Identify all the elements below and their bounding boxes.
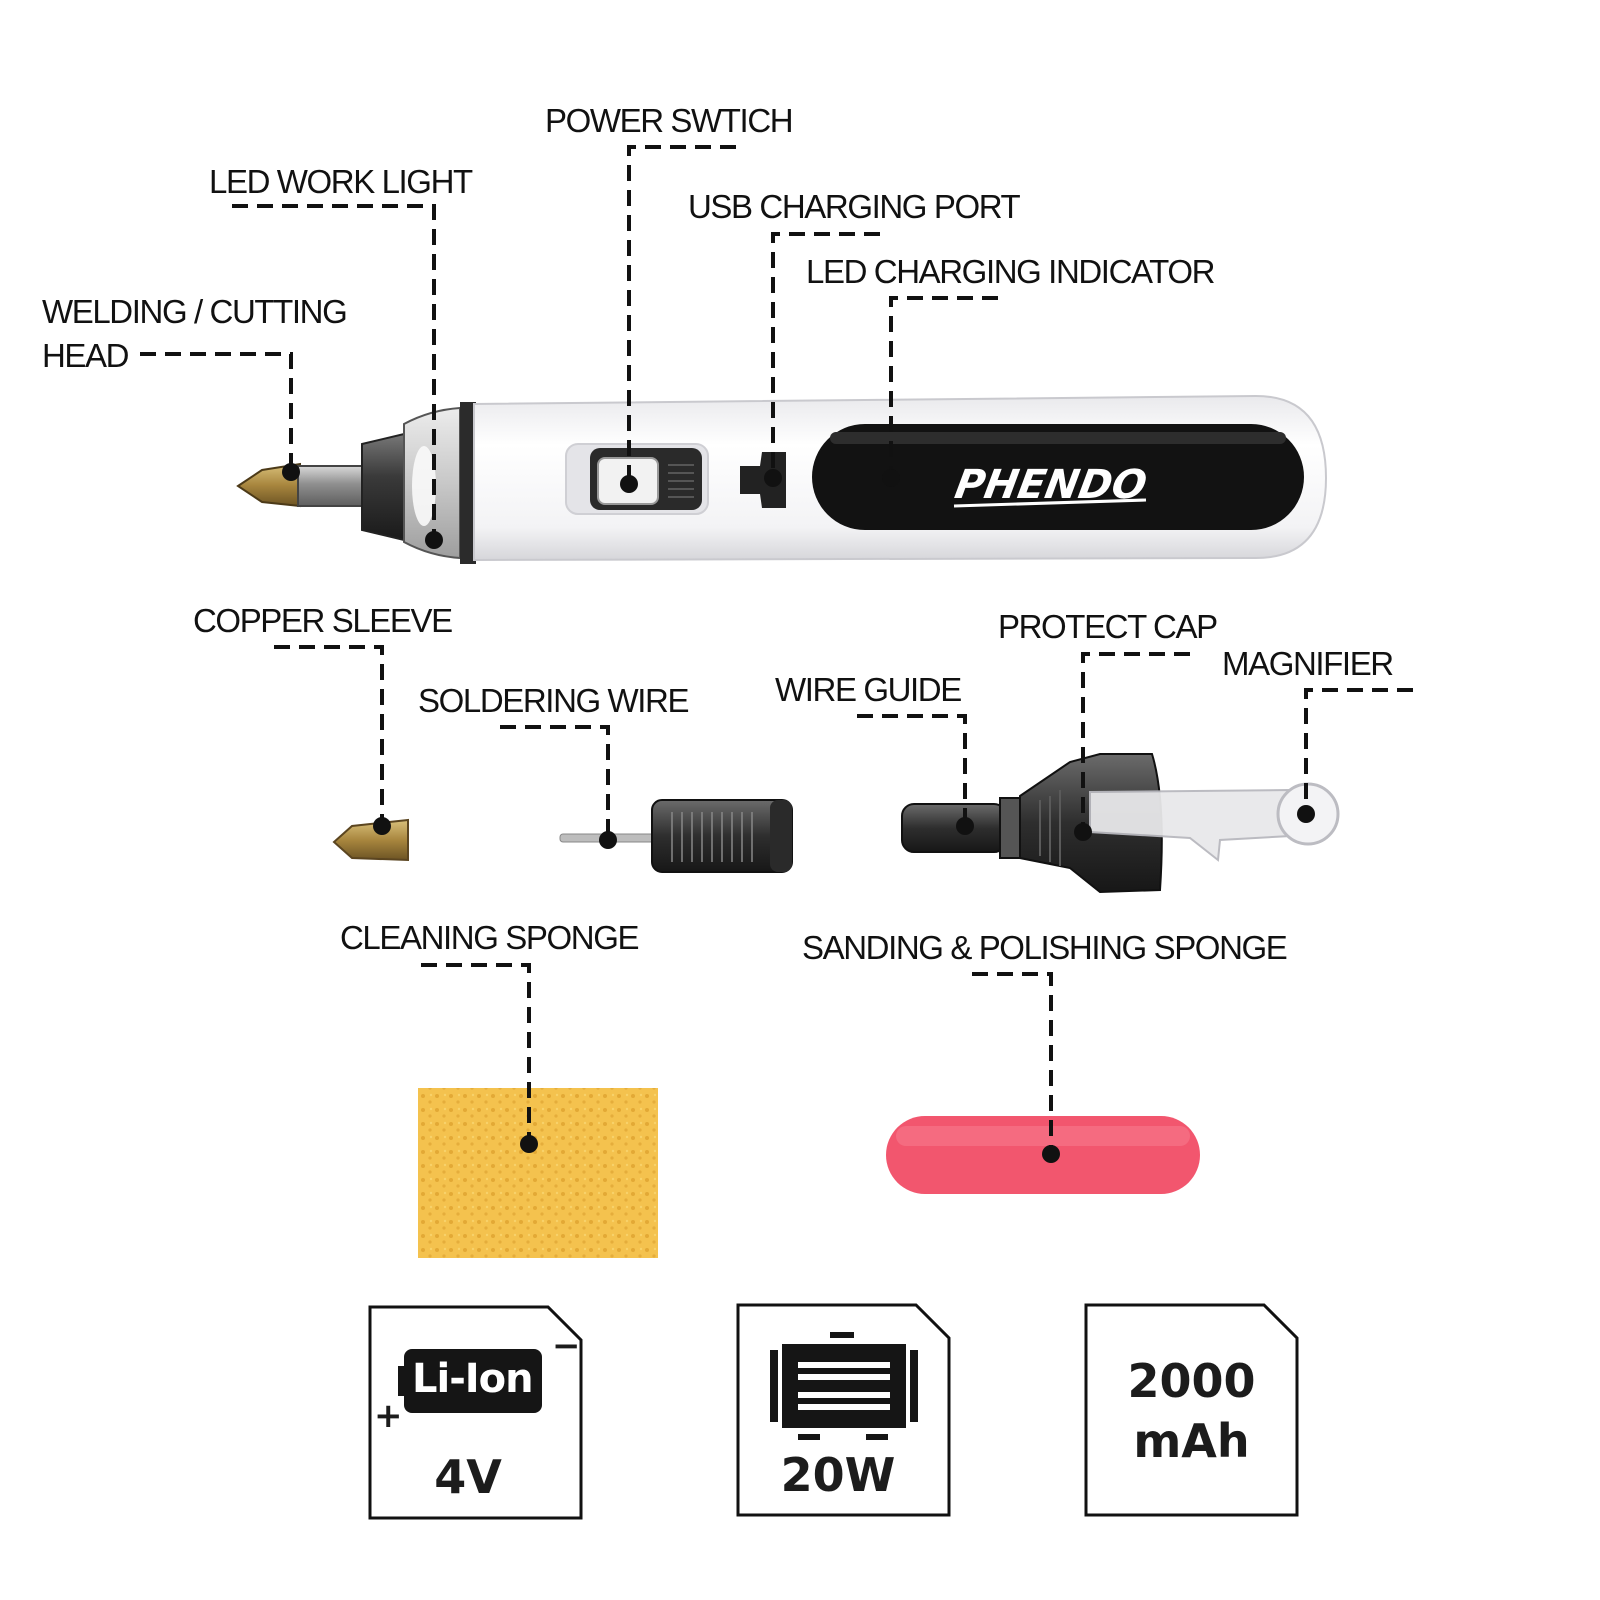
label-welding-head-line2: HEAD [42,337,129,374]
label-welding-head: WELDING / CUTTING HEAD [42,289,348,379]
label-led-work-light: LED WORK LIGHT [209,163,473,200]
capacity-unit: mAh [1133,1414,1250,1468]
dot-sanding-sponge [1042,1145,1060,1163]
label-cleaning-sponge: CLEANING SPONGE [340,919,639,956]
label-power-switch: POWER SWTICH [545,102,794,139]
wire-guide-assembly [901,753,1340,894]
label-copper-sleeve: COPPER SLEEVE [193,602,453,639]
dot-cleaning-sponge [520,1135,538,1153]
label-magnifier: MAGNIFIER [1222,645,1394,682]
label-led-indicator: LED CHARGING INDICATOR [806,253,1215,290]
soldering-wire [559,799,793,873]
dot-copper-sleeve [373,817,391,835]
brand-logo: PHENDO [951,461,1150,508]
dot-wire-guide [956,817,974,835]
battery-minus-sign: − [552,1326,581,1366]
dot-usb-port [764,469,782,487]
pen-panel [812,424,1304,530]
battery-type-label: Li-Ion [412,1356,534,1402]
dot-magnifier [1297,805,1315,823]
label-soldering-wire: SOLDERING WIRE [418,682,690,719]
label-protect-cap: PROTECT CAP [998,608,1218,645]
callout-dots [282,463,1315,1163]
soldering-pen: PHENDO [236,394,1328,564]
label-wire-guide: WIRE GUIDE [775,671,962,708]
spec-box-capacity [1084,1303,1299,1517]
copper-sleeve [332,818,409,862]
battery-icon [398,1349,542,1413]
capacity-value: 2000 [1127,1354,1256,1408]
dot-led-indicator [882,469,900,487]
wire-guide [901,803,1007,853]
dot-power-switch [620,475,638,493]
battery-plus-sign: + [374,1396,403,1436]
motor-icon [770,1332,918,1440]
pen-collar [361,432,405,542]
voltage-value: 4V [434,1450,502,1504]
label-usb-port: USB CHARGING PORT [688,188,1021,225]
spec-box-power [736,1303,951,1517]
label-welding-head-line1: WELDING / CUTTING [42,293,348,330]
spec-box-battery [368,1305,583,1520]
tip-shaft [297,465,365,507]
power-value: 20W [780,1448,896,1502]
dot-protect-cap [1074,823,1092,841]
cleaning-sponge [418,1088,658,1258]
label-sanding-sponge: SANDING & POLISHING SPONGE [802,929,1288,966]
leader-lines [140,145,1413,1154]
dot-welding-head [282,463,300,481]
dot-led-work-light [425,531,443,549]
dot-soldering-wire [599,831,617,849]
